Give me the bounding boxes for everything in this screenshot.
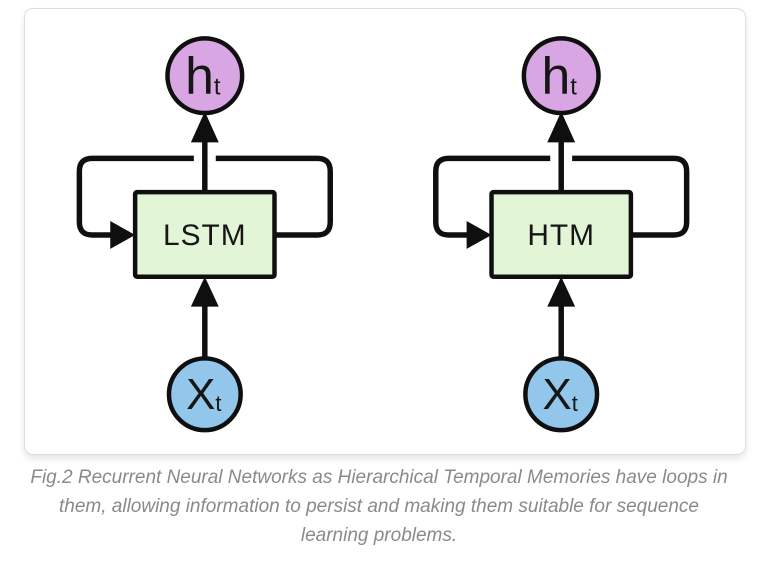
hidden-state-subscript: t (570, 74, 577, 101)
hidden-state-subscript: t (214, 74, 221, 101)
recurrent-loop-left (76, 155, 194, 238)
lstm-block (132, 189, 277, 280)
output-arrowhead (190, 111, 219, 143)
htm-block (489, 189, 634, 280)
input-arrowhead (547, 276, 576, 307)
input-letter: X (543, 370, 572, 419)
hidden-state-node (165, 36, 245, 116)
input-letter: X (186, 370, 215, 419)
lstm-block-label: LSTM (163, 219, 247, 252)
input-subscript: t (215, 391, 221, 416)
rnn-diagrams: LSTM ht Xt HTM ht Xt (76, 36, 690, 433)
recurrent-loop-right (215, 155, 333, 238)
hidden-state-node (521, 36, 601, 116)
input-label: Xt (186, 370, 221, 419)
figure-caption: Fig.2 Recurrent Neural Networks as Hiera… (30, 467, 728, 546)
output-arrowhead (547, 111, 576, 143)
hidden-state-letter: h (542, 47, 571, 105)
hidden-state-letter: h (185, 47, 214, 105)
input-node (523, 356, 600, 433)
htm-block-label: HTM (527, 219, 595, 252)
loop-arrowhead (466, 221, 492, 249)
diagram-lstm: LSTM ht Xt (76, 36, 333, 433)
input-arrowhead (190, 276, 219, 307)
input-subscript: t (572, 391, 578, 416)
hidden-state-label: ht (185, 47, 221, 105)
input-node (166, 356, 243, 433)
loop-arrowhead (110, 221, 136, 249)
diagram-htm: HTM ht Xt (433, 36, 690, 433)
hidden-state-label: ht (542, 47, 578, 105)
figure-card: LSTM ht Xt HTM ht Xt (24, 8, 746, 455)
recurrent-loop-right (572, 155, 690, 238)
recurrent-loop-left (433, 155, 551, 238)
input-label: Xt (543, 370, 578, 419)
